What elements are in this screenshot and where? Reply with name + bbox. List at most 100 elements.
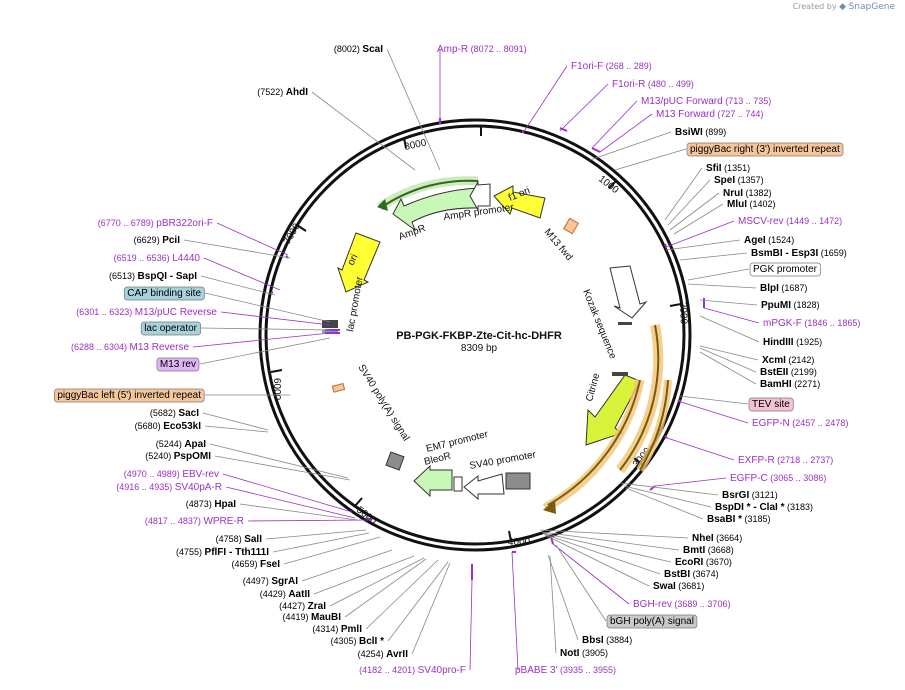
- feature-label-53[interactable]: TEV site: [748, 397, 794, 412]
- feature-label-66[interactable]: bGH poly(A) signal: [606, 614, 698, 629]
- feature-label-37[interactable]: piggyBac right (3') inverted repeat: [686, 142, 844, 157]
- primer-label-33[interactable]: F1ori-R (480 .. 499): [612, 79, 694, 90]
- enzyme-label-13[interactable]: (5680) Eco53kI: [135, 421, 202, 432]
- primer-label-35[interactable]: M13 Forward (727 .. 744): [656, 109, 763, 120]
- label-text-65: BGH-rev (3689 .. 3706): [633, 599, 730, 610]
- label-text-49: HindIII (1925): [763, 337, 822, 348]
- primer-label-55[interactable]: EXFP-R (2718 .. 2737): [738, 455, 833, 466]
- enzyme-label-24[interactable]: (4429) AatII: [260, 589, 310, 600]
- enzyme-label-28[interactable]: (4305) BclI *: [330, 636, 384, 647]
- enzyme-label-3[interactable]: (6629) PciI: [134, 235, 181, 246]
- enzyme-label-49[interactable]: HindIII (1925): [763, 337, 822, 348]
- primer-label-42[interactable]: MSCV-rev (1449 .. 1472): [738, 216, 842, 227]
- credit-text: Created by: [792, 2, 837, 11]
- enzyme-label-18[interactable]: (4873) HpaI: [186, 499, 236, 510]
- enzyme-label-57[interactable]: BsrGI (3121): [722, 490, 778, 501]
- enzyme-label-27[interactable]: (4314) PmlI: [312, 624, 362, 635]
- enzyme-label-64[interactable]: SwaI (3681): [653, 581, 704, 592]
- enzyme-label-59[interactable]: BsaBI * (3185): [707, 514, 771, 525]
- primer-label-54[interactable]: EGFP-N (2457 .. 2478): [752, 418, 848, 429]
- feature-label-11[interactable]: piggyBac left (5') inverted repeat: [53, 388, 205, 403]
- citrine-small-box: [612, 372, 628, 376]
- primer-label-56[interactable]: EGFP-C (3065 .. 3086): [730, 473, 826, 484]
- label-name-52: BamHI: [760, 379, 792, 390]
- enzyme-label-58[interactable]: BspDI * - ClaI * (3183): [715, 502, 813, 513]
- enzyme-label-51[interactable]: BstEII (2199): [760, 367, 817, 378]
- enzyme-label-52[interactable]: BamHI (2271): [760, 379, 820, 390]
- label-name-20: SalI: [244, 534, 262, 545]
- enzyme-label-68[interactable]: NotI (3905): [560, 648, 608, 659]
- enzyme-label-41[interactable]: MluI (1402): [727, 199, 776, 210]
- primer-label-17[interactable]: (4916 .. 4935) SV40pA-R: [116, 482, 222, 493]
- enzyme-label-29[interactable]: (4254) AvrII: [358, 649, 409, 660]
- enzyme-label-38[interactable]: SfiI (1351): [706, 163, 750, 174]
- label-text-42: MSCV-rev (1449 .. 1472): [738, 216, 842, 227]
- enzyme-label-47[interactable]: PpuMI (1828): [761, 300, 820, 311]
- enzyme-label-0[interactable]: (8002) ScaI: [334, 44, 383, 55]
- primer-label-48[interactable]: mPGK-F (1846 .. 1865): [763, 318, 860, 329]
- label-text-57: BsrGI (3121): [722, 490, 778, 501]
- label-position-r-44: (1659): [818, 248, 847, 258]
- enzyme-label-14[interactable]: (5244) ApaI: [156, 439, 206, 450]
- primer-label-32[interactable]: F1ori-F (268 .. 289): [571, 61, 652, 72]
- enzyme-label-22[interactable]: (4659) FseI: [231, 559, 280, 570]
- label-position-r-69: (3935 .. 3955): [558, 665, 617, 675]
- primer-label-16[interactable]: (4970 .. 4989) EBV-rev: [124, 469, 219, 480]
- enzyme-label-46[interactable]: BlpI (1687): [760, 283, 807, 294]
- enzyme-label-63[interactable]: BstBI (3674): [664, 569, 719, 580]
- primer-label-69[interactable]: pBABE 3' (3935 .. 3955): [515, 665, 616, 676]
- enzyme-label-62[interactable]: EcoRI (3670): [675, 557, 732, 568]
- label-text-13: (5680) Eco53kI: [135, 421, 202, 432]
- enzyme-label-44[interactable]: BsmBI - Esp3I (1659): [751, 248, 847, 259]
- label-text-67: BbsI (3884): [582, 635, 632, 646]
- enzyme-label-25[interactable]: (4427) ZraI: [279, 601, 326, 612]
- leader-line-40: [669, 192, 720, 231]
- feature-label-45[interactable]: PGK promoter: [749, 262, 821, 277]
- pgk-promoter-arrow: [609, 265, 648, 319]
- primer-label-65[interactable]: BGH-rev (3689 .. 3706): [633, 599, 730, 610]
- feature-label-10[interactable]: M13 rev: [156, 357, 200, 372]
- enzyme-label-15[interactable]: (5240) PspOMI: [145, 451, 211, 462]
- enzyme-label-50[interactable]: XcmI (2142): [762, 355, 814, 366]
- primer-label-30[interactable]: (4182 .. 4201) SV40pro-F: [359, 665, 466, 676]
- enzyme-label-1[interactable]: (7522) AhdI: [257, 87, 308, 98]
- primer-label-7[interactable]: (6301 .. 6323) M13/pUC Reverse: [76, 307, 217, 318]
- primer-label-19[interactable]: (4817 .. 4837) WPRE-R: [145, 516, 244, 527]
- label-text-28: (4305) BclI *: [330, 636, 384, 647]
- enzyme-label-12[interactable]: (5682) SacI: [150, 408, 199, 419]
- label-position-r-65: (3689 .. 3706): [672, 599, 731, 609]
- primer-label-2[interactable]: (6770 .. 6789) pBR322ori-F: [98, 218, 213, 229]
- leader-line-66: [555, 544, 607, 622]
- label-text-2: (6770 .. 6789) pBR322ori-F: [98, 218, 213, 229]
- feature-label-6[interactable]: CAP binding site: [123, 286, 205, 301]
- enzyme-label-26[interactable]: (4419) MauBI: [282, 612, 341, 623]
- primer-label-34[interactable]: M13/pUC Forward (713 .. 735): [641, 96, 771, 107]
- feature-label-8[interactable]: lac operator: [140, 321, 202, 336]
- label-name-14: ApaI: [184, 439, 206, 450]
- label-text-45: PGK promoter: [753, 264, 818, 275]
- label-text-8: lac operator: [144, 323, 197, 334]
- enzyme-label-40[interactable]: NruI (1382): [723, 188, 772, 199]
- label-position-19: (4817 .. 4837): [145, 516, 204, 526]
- primer-label-9[interactable]: (6288 .. 6304) M13 Reverse: [71, 342, 189, 353]
- leader-line-45: [687, 268, 750, 281]
- enzyme-label-60[interactable]: NheI (3664): [692, 533, 742, 544]
- enzyme-label-5[interactable]: (6513) BspQI - SapI: [109, 271, 197, 282]
- enzyme-label-61[interactable]: BmtI (3668): [683, 545, 734, 556]
- enzyme-label-43[interactable]: AgeI (1524): [744, 235, 794, 246]
- enzyme-label-20[interactable]: (4758) SalI: [216, 534, 263, 545]
- leader-line-19: [247, 519, 369, 522]
- enzyme-label-39[interactable]: SpeI (1357): [714, 175, 764, 186]
- enzyme-label-67[interactable]: BbsI (3884): [582, 635, 632, 646]
- leader-line-69: [511, 551, 519, 671]
- label-sv40-polya: SV40 poly(A) signal: [355, 363, 411, 443]
- primer-label-31[interactable]: Amp-R (8072 .. 8091): [437, 44, 527, 55]
- enzyme-label-36[interactable]: BsiWI (899): [675, 127, 726, 138]
- enzyme-label-23[interactable]: (4497) SgrAI: [243, 576, 298, 587]
- credit-product: SnapGene: [848, 2, 895, 12]
- primer-label-4[interactable]: (6519 .. 6536) L4440: [114, 253, 201, 264]
- label-text-25: (4427) ZraI: [279, 601, 326, 612]
- label-box-11: [53, 388, 205, 403]
- enzyme-label-21[interactable]: (4755) PflFI - Tth111I: [176, 547, 269, 558]
- sv40-promoter-box: [505, 472, 531, 490]
